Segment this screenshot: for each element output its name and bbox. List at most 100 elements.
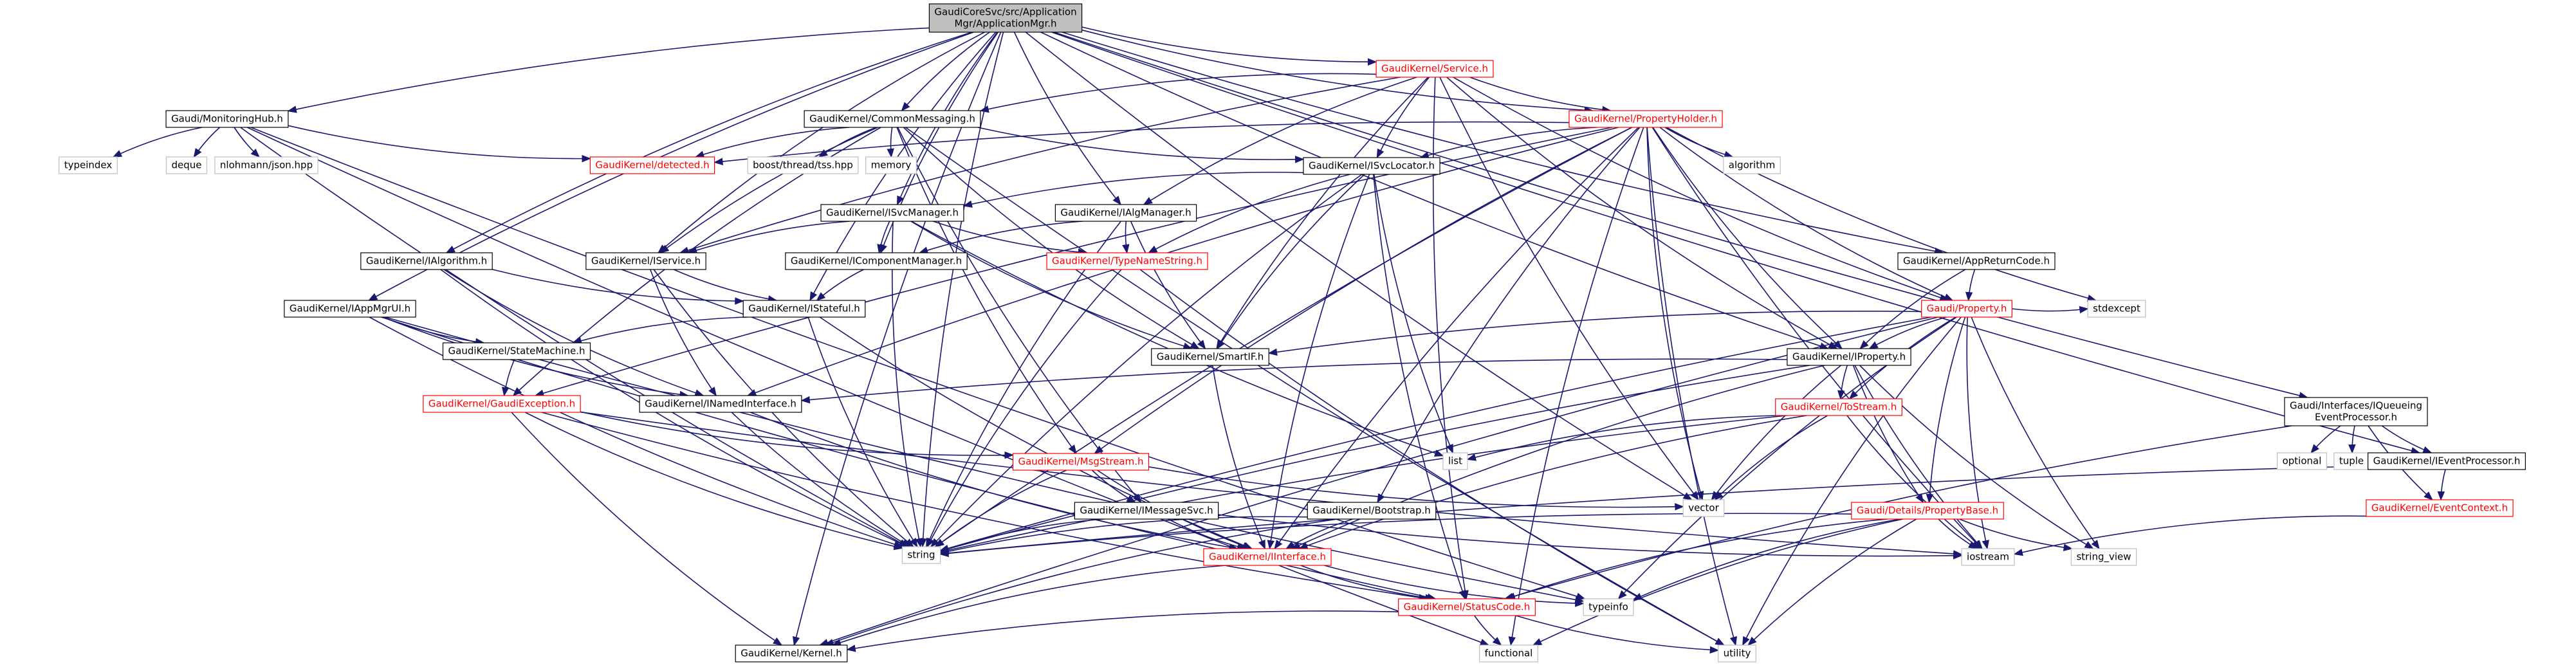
- edge-property-to-string_view: [1971, 316, 2100, 550]
- node-msgstream[interactable]: GaudiKernel/MsgStream.h: [1012, 453, 1150, 471]
- edge-iproperty-to-vector: [1711, 365, 1842, 501]
- edge-queueing-to-statuscode: [1504, 425, 2292, 600]
- edge-root-to-ialgmgr: [1013, 32, 1121, 206]
- edge-imessagesvc-to-string: [939, 518, 1105, 553]
- edge-isvcloc-to-string: [930, 174, 1363, 548]
- node-box: [2366, 499, 2514, 517]
- node-box: [360, 252, 493, 270]
- node-box: [1012, 453, 1150, 471]
- node-idetected[interactable]: GaudiKernel/detected.h: [589, 156, 715, 174]
- edge-property-to-propbase: [1926, 316, 1966, 504]
- node-iinterface[interactable]: GaudiKernel/IInterface.h: [1203, 548, 1332, 566]
- node-box: [589, 156, 715, 174]
- edge-eventctx-to-iostream: [2013, 515, 2366, 556]
- edge-isvcmgr-to-icompmgr: [877, 221, 890, 254]
- node-imessagesvc[interactable]: GaudiKernel/IMessageSvc.h: [1074, 502, 1219, 520]
- node-ialgorithm[interactable]: GaudiKernel/IAlgorithm.h: [360, 252, 493, 270]
- node-box: [1074, 502, 1219, 520]
- node-tostream[interactable]: GaudiKernel/ToStream.h: [1775, 398, 1902, 416]
- node-gaudiexc[interactable]: GaudiKernel/GaudiException.h: [423, 395, 581, 413]
- edge-tostream-to-vector: [1714, 415, 1828, 500]
- node-label: GaudiCoreSvc/src/Application: [934, 6, 1076, 18]
- edge-monhub-to-json: [234, 127, 261, 158]
- node-label: GaudiKernel/CommonMessaging.h: [809, 113, 975, 125]
- node-typename[interactable]: GaudiKernel/TypeNameString.h: [1046, 252, 1208, 270]
- edge-iproperty-to-propbase: [1852, 365, 1924, 504]
- edge-root-to-iservice: [658, 32, 985, 253]
- node-isvcmgr[interactable]: GaudiKernel/ISvcManager.h: [820, 204, 964, 222]
- node-label: stdexcept: [2093, 303, 2140, 315]
- edge-bootstrap-to-kernel: [824, 518, 1338, 646]
- edge-statuscode-to-kernel: [846, 610, 1399, 652]
- edge-propholder-to-stdexcept: [1666, 127, 2097, 302]
- node-isvcloc[interactable]: GaudiKernel/ISvcLocator.h: [1303, 157, 1440, 175]
- node-monhub[interactable]: Gaudi/MonitoringHub.h: [165, 110, 289, 128]
- node-bootstrap[interactable]: GaudiKernel/Bootstrap.h: [1307, 502, 1437, 520]
- node-box: [785, 252, 968, 270]
- node-string_view: string_view: [2070, 548, 2137, 566]
- edge-statuscode-to-utility: [1515, 615, 1720, 654]
- node-label: GaudiKernel/ISvcLocator.h: [1309, 160, 1435, 172]
- edge-monhub-to-functional: [246, 127, 1490, 646]
- edge-monhub-to-deque: [193, 127, 221, 158]
- node-propholder[interactable]: GaudiKernel/PropertyHolder.h: [1569, 110, 1723, 128]
- node-queueing[interactable]: Gaudi/Interfaces/IQueueingEventProcessor…: [2284, 397, 2428, 426]
- node-eventctx[interactable]: GaudiKernel/EventContext.h: [2366, 499, 2514, 517]
- edge-propbase-to-utility: [1747, 518, 1917, 646]
- edge-ialgmgr-to-icompmgr: [918, 221, 1083, 254]
- node-cmsg[interactable]: GaudiKernel/CommonMessaging.h: [804, 110, 981, 128]
- edge-root-to-propholder: [1081, 29, 1594, 114]
- node-statuscode[interactable]: GaudiKernel/StatusCode.h: [1398, 598, 1536, 616]
- node-appreturn[interactable]: GaudiKernel/AppReturnCode.h: [1897, 252, 2056, 270]
- node-statemachine[interactable]: GaudiKernel/StateMachine.h: [442, 342, 591, 360]
- node-label: deque: [171, 160, 201, 171]
- node-istateful[interactable]: GaudiKernel/IStateful.h: [742, 300, 866, 318]
- node-list: list: [1442, 452, 1468, 470]
- node-tuple: tuple: [2333, 452, 2369, 470]
- edge-propholder-to-property: [1659, 127, 1954, 301]
- edge-root-to-queueing: [1054, 32, 2308, 399]
- node-property[interactable]: Gaudi/Property.h: [1921, 300, 2012, 318]
- edge-smartif-to-iinterface: [1211, 365, 1266, 550]
- edge-root-to-string: [919, 32, 1004, 548]
- node-box: [585, 252, 706, 270]
- node-tss: boost/thread/tss.hpp: [747, 156, 859, 174]
- node-iproperty[interactable]: GaudiKernel/IProperty.h: [1787, 348, 1911, 366]
- node-ialgmgr[interactable]: GaudiKernel/IAlgManager.h: [1054, 204, 1197, 222]
- edge-propbase-to-statuscode: [1505, 518, 1888, 600]
- edge-appreturn-to-iproperty: [1859, 269, 1966, 349]
- edge-ialgmgr-to-smartif: [1130, 221, 1206, 350]
- node-propbase[interactable]: Gaudi/Details/PropertyBase.h: [1851, 502, 2004, 520]
- node-label: GaudiKernel/GaudiException.h: [428, 398, 575, 410]
- node-label: EventProcessor.h: [2315, 412, 2397, 423]
- edge-iinterface-to-kernel: [831, 565, 1226, 646]
- edge-gaudiexc-to-msgstream: [580, 411, 1014, 459]
- edge-isvcloc-to-iinterface: [1267, 174, 1370, 550]
- node-label: GaudiKernel/SmartIF.h: [1157, 351, 1264, 363]
- node-label: vector: [1688, 502, 1719, 514]
- node-ieventproc[interactable]: GaudiKernel/IEventProcessor.h: [2368, 452, 2526, 470]
- node-service[interactable]: GaudiKernel/Service.h: [1375, 60, 1494, 78]
- edge-msgstream-to-imessagesvc: [1091, 470, 1136, 503]
- node-iservice[interactable]: GaudiKernel/IService.h: [585, 252, 706, 270]
- node-smartif[interactable]: GaudiKernel/SmartIF.h: [1151, 348, 1269, 366]
- edge-queueing-to-ieventproc: [2381, 425, 2433, 453]
- node-inamed[interactable]: GaudiKernel/INamedInterface.h: [639, 395, 802, 413]
- edge-ieventproc-to-eventctx: [2437, 469, 2446, 501]
- node-label: GaudiKernel/IInterface.h: [1209, 551, 1326, 563]
- node-root[interactable]: GaudiCoreSvc/src/ApplicationMgr/Applicat…: [928, 3, 1083, 33]
- edge-isvcmgr-to-string: [891, 221, 923, 548]
- edge-iservice-to-string: [653, 269, 914, 547]
- edge-property-to-iproperty: [1868, 316, 1947, 349]
- node-iappmgrui[interactable]: GaudiKernel/IAppMgrUI.h: [284, 300, 416, 318]
- node-kernel[interactable]: GaudiKernel/Kernel.h: [735, 644, 848, 662]
- node-box: [901, 546, 941, 564]
- edge-istateful-to-string: [807, 316, 918, 548]
- node-label: string: [907, 549, 935, 561]
- edge-statemachine-to-gaudiexc: [501, 359, 515, 397]
- node-box: [1151, 348, 1269, 366]
- edge-property-to-utility: [1742, 316, 1962, 646]
- node-label: GaudiKernel/IMessageSvc.h: [1080, 505, 1213, 516]
- node-icompmgr[interactable]: GaudiKernel/IComponentManager.h: [785, 252, 968, 270]
